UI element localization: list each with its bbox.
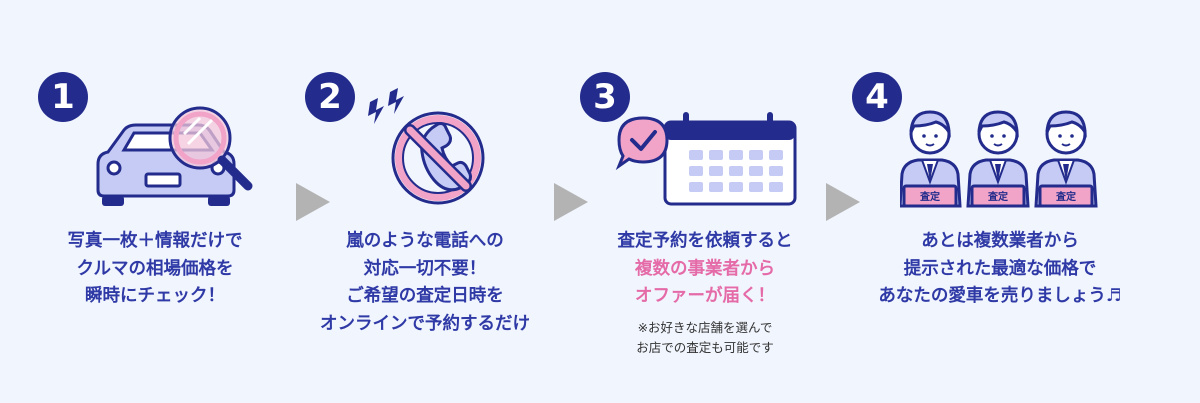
step-3: 3 査定予約を依頼すると 複数の事業者から オファーが届く！ ※お好きな店舗を選… (580, 0, 830, 403)
step-2-number: 2 (305, 72, 355, 122)
step-4: 4 査定 査定 査定 あとは複数業者から 提示された最適な価 (852, 0, 1140, 403)
caption-line: あなたの愛車を売りましょう♬ (878, 286, 1122, 306)
step-2-caption: 嵐のような電話への 対応一切不要！ ご希望の査定日時を オンラインで予約するだけ (300, 228, 550, 338)
assessment-sign-label: 査定 (920, 192, 940, 203)
note-line: ※お好きな店舗を選んで (637, 320, 773, 335)
caption-line: 対応一切不要！ (363, 258, 487, 279)
assessment-sign-label: 査定 (988, 192, 1008, 203)
step-3-caption: 査定予約を依頼すると 複数の事業者から オファーが届く！ (580, 228, 830, 311)
caption-line: 査定予約を依頼すると (617, 231, 793, 251)
step-1: 1 写真一枚＋情報だけで クルマの相場価格を 瞬時にチェック！ (0, 0, 290, 403)
caption-line: 写真一枚＋情報だけで (67, 231, 243, 251)
note-line: お店での査定も可能です (636, 340, 774, 355)
arrow-right-icon (296, 183, 330, 221)
caption-highlight-line: オファーが届く！ (635, 286, 775, 306)
step-3-note: ※お好きな店舗を選んで お店での査定も可能です (580, 318, 830, 358)
arrow-right-icon (554, 183, 588, 221)
no-phone-call-icon (368, 88, 485, 205)
step-2: 2 嵐のような電話への 対応一切不要！ ご希望の査定日時を オンラインで予約する… (300, 0, 550, 403)
caption-line: オンラインで予約するだけ (320, 313, 530, 334)
step-4-number: 4 (852, 72, 902, 122)
step-3-number: 3 (580, 72, 630, 122)
caption-line: クルマの相場価格を (76, 258, 234, 279)
car-magnifier-icon (96, 106, 253, 206)
assessment-sign-label: 査定 (1056, 192, 1076, 203)
step-4-caption: あとは複数業者から 提示された最適な価格で あなたの愛車を売りましょう♬ (860, 228, 1140, 311)
caption-line: ご希望の査定日時を (346, 286, 504, 306)
caption-line: あとは複数業者から (921, 231, 1079, 251)
calendar-check-icon (615, 112, 797, 206)
caption-highlight-line: 複数の事業者から (635, 258, 775, 279)
caption-line: 瞬時にチェック！ (85, 286, 225, 306)
arrow-right-icon (826, 183, 860, 221)
step-1-caption: 写真一枚＋情報だけで クルマの相場価格を 瞬時にチェック！ (20, 228, 290, 311)
step-1-number: 1 (38, 72, 88, 122)
caption-line: 嵐のような電話への (346, 231, 504, 251)
caption-line: 提示された最適な価格で (903, 258, 1097, 279)
